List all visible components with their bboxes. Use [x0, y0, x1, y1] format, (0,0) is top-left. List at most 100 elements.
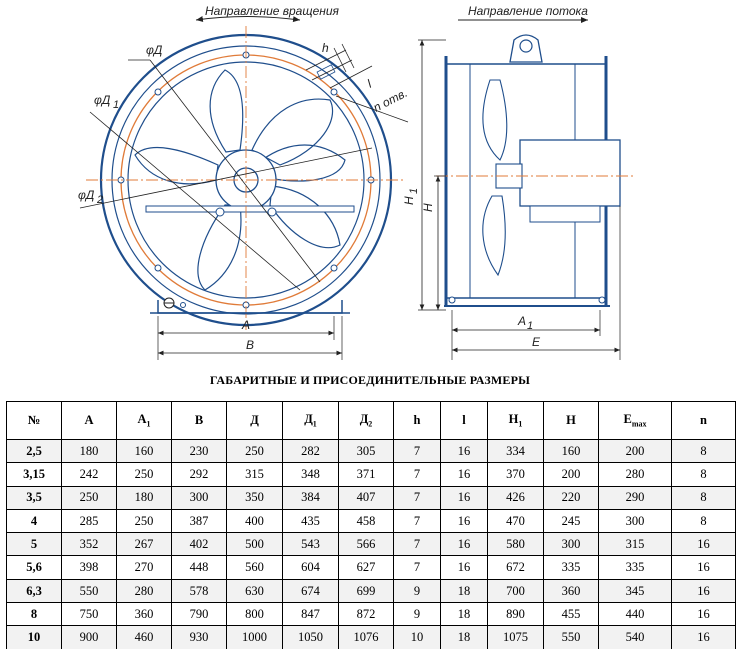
column-header-label: Д: [304, 411, 313, 426]
table-cell: 890: [487, 602, 544, 627]
table-cell: 407: [338, 485, 394, 510]
column-header: l: [440, 401, 488, 440]
table-cell: 550: [543, 625, 599, 649]
table-cell: 180: [61, 438, 117, 464]
table-cell: 16: [671, 602, 736, 627]
table-cell: 550: [61, 578, 117, 604]
row-size-number: 6,3: [6, 578, 62, 604]
table-cell: 16: [440, 462, 488, 487]
column-header-label: h: [413, 413, 421, 428]
table-cell: 750: [61, 602, 117, 627]
row-size-number: 8: [6, 602, 62, 627]
column-header-label: Д: [250, 413, 259, 428]
table-cell: 180: [116, 485, 172, 510]
table-cell: 16: [440, 485, 488, 510]
table-cell: 400: [226, 508, 283, 534]
table-cell: 384: [282, 485, 339, 510]
table-cell: 371: [338, 462, 394, 487]
label-d: φД: [146, 43, 163, 57]
table-cell: 335: [598, 555, 672, 580]
table-cell: 18: [440, 578, 488, 604]
leader-d: [149, 59, 321, 283]
label-b: B: [246, 338, 254, 352]
column-header-subscript: max: [631, 419, 647, 429]
row-size-number: 10: [6, 625, 62, 649]
table-cell: 280: [116, 578, 172, 604]
table-cell: 348: [282, 462, 339, 487]
table-cell: 200: [543, 462, 599, 487]
table-cell: 7: [393, 485, 441, 510]
table-cell: 7: [393, 508, 441, 534]
table-cell: 8: [671, 462, 736, 487]
table-cell: 200: [598, 438, 672, 464]
column-header-label: Д: [359, 411, 369, 426]
label-d2: φД: [78, 188, 95, 202]
table-cell: 230: [171, 438, 227, 464]
table-cell: 335: [543, 555, 599, 580]
table-cell: 267: [116, 532, 172, 557]
front-view: Направление вращения: [78, 4, 410, 360]
table-cell: 500: [226, 532, 283, 557]
table-cell: 160: [116, 438, 172, 464]
table-cell: 847: [282, 602, 339, 627]
table-cell: 900: [61, 625, 117, 649]
table-cell: 242: [61, 462, 117, 487]
table-cell: 470: [487, 508, 544, 534]
table-title: ГАБАРИТНЫЕ И ПРИСОЕДИНИТЕЛЬНЫЕ РАЗМЕРЫ: [209, 373, 531, 387]
column-header-label: H: [508, 411, 519, 426]
table-cell: 387: [171, 508, 227, 534]
motor-terminal-box: [529, 205, 601, 223]
table-cell: 370: [487, 462, 544, 487]
table-cell: 16: [440, 532, 488, 557]
mount-bolt-left: [215, 207, 225, 217]
table-cell: 566: [338, 532, 394, 557]
label-e: E: [532, 335, 541, 349]
column-header: №: [6, 401, 62, 440]
table-cell: 16: [440, 438, 488, 464]
table-cell: 292: [171, 462, 227, 487]
table-cell: 16: [671, 532, 736, 557]
fan-technical-drawing: Направление вращения: [78, 4, 634, 360]
flow-direction-label: Направление потока: [468, 4, 588, 18]
table-cell: 300: [598, 508, 672, 534]
table-cell: 352: [61, 532, 117, 557]
column-header: A1: [116, 401, 172, 440]
table-cell: 455: [543, 602, 599, 627]
table-cell: 16: [671, 625, 736, 649]
row-size-number: 2,5: [6, 438, 62, 464]
column-header-label: H: [566, 413, 576, 428]
base-bolt-icon: [180, 302, 186, 308]
motor-mount-bar: [145, 205, 355, 213]
table-cell: 270: [116, 555, 172, 580]
table-cell: 7: [393, 462, 441, 487]
label-a1: A: [517, 314, 526, 328]
table-cell: 426: [487, 485, 544, 510]
column-header-subscript: 1: [146, 419, 151, 429]
table-cell: 345: [598, 578, 672, 604]
label-d1: φД: [94, 93, 111, 107]
column-header: B: [171, 401, 227, 440]
table-cell: 9: [393, 602, 441, 627]
table-cell: 460: [116, 625, 172, 649]
row-size-number: 3,15: [6, 462, 62, 487]
table-cell: 1050: [282, 625, 339, 649]
table-cell: 7: [393, 532, 441, 557]
table-cell: 790: [171, 602, 227, 627]
label-h: h: [322, 41, 329, 55]
table-cell: 1075: [487, 625, 544, 649]
column-header-subscript: 1: [312, 419, 317, 429]
column-header: Д2: [338, 401, 394, 440]
table-cell: 627: [338, 555, 394, 580]
table-cell: 16: [671, 578, 736, 604]
table-cell: 604: [282, 555, 339, 580]
table-cell: 560: [226, 555, 283, 580]
table-cell: 280: [598, 462, 672, 487]
label-h1-sub: 1: [408, 188, 420, 194]
